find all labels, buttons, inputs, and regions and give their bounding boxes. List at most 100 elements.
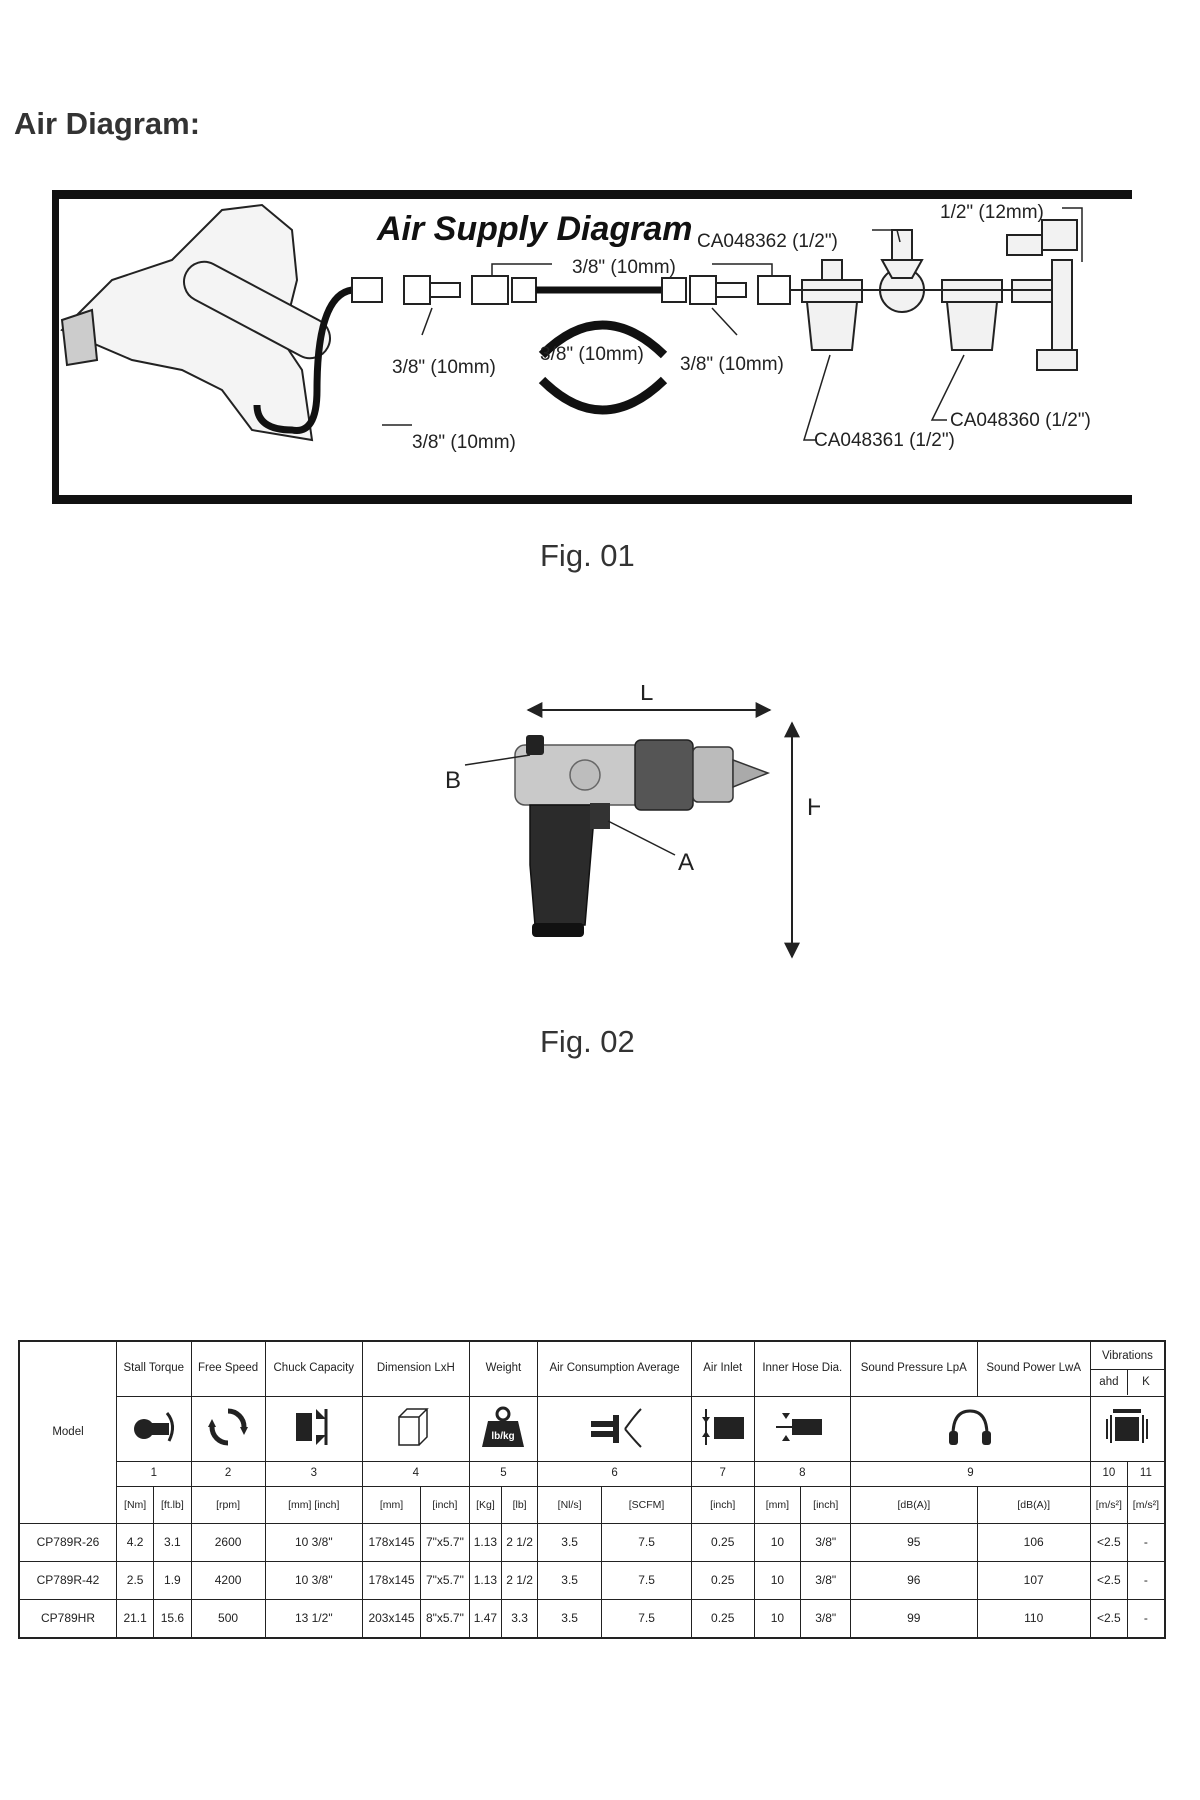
col-header: Air Consumption Average <box>537 1340 692 1397</box>
label-ca048361: CA048361 (1/2") <box>814 430 955 451</box>
vibrations-sub-k: K <box>1142 1376 1150 1388</box>
data-cell: 2 1/2 <box>501 1561 539 1600</box>
col-header-vibrations: Vibrations ahd K <box>1089 1340 1166 1397</box>
unit-cell: [rpm] <box>190 1486 266 1524</box>
label-l: L <box>640 685 653 706</box>
data-cell: 7.5 <box>601 1599 692 1639</box>
unit-cell: [dB(A)] <box>976 1486 1091 1524</box>
table-row: CP789R-42 2.5 1.9 4200 10 3/8" 178x145 7… <box>18 1561 1166 1600</box>
tool-dimension-figure: L H B A <box>445 685 820 959</box>
table-row: CP789HR 21.1 15.6 500 13 1/2" 203x145 8"… <box>18 1599 1166 1639</box>
unit-cell: [inch] <box>690 1486 755 1524</box>
label-ca048362: CA048362 (1/2") <box>697 231 838 252</box>
data-cell: 7.5 <box>601 1561 692 1600</box>
headphones-icon <box>850 1396 1091 1462</box>
data-cell: 0.25 <box>690 1561 755 1600</box>
data-cell: 203x145 <box>361 1599 422 1639</box>
weight-icon: lb/kg <box>468 1396 539 1462</box>
data-cell: 3/8" <box>800 1523 852 1562</box>
col-num: 11 <box>1126 1461 1166 1487</box>
col-header: Air Inlet <box>690 1340 755 1397</box>
col-header: Sound Pressure LpA <box>850 1340 978 1397</box>
label-mid-right-38: 3/8" (10mm) <box>680 354 784 375</box>
label-a: A <box>678 849 694 876</box>
data-cell: 10 <box>753 1599 802 1639</box>
label-half-12mm: 1/2" (12mm) <box>940 202 1044 223</box>
pistol-drill <box>514 735 771 937</box>
col-header: Chuck Capacity <box>264 1340 363 1397</box>
connectors-left <box>351 275 537 305</box>
frl-unit <box>801 219 1078 371</box>
data-cell: 1.9 <box>153 1561 192 1600</box>
table-row: CP789R-26 4.2 3.1 2600 10 3/8" 178x145 7… <box>18 1523 1166 1562</box>
unit-cell: [m/s²] <box>1126 1486 1166 1524</box>
chuck-icon <box>264 1396 363 1462</box>
unit-cell: [ft.lb] <box>153 1486 192 1524</box>
col-num: 8 <box>753 1461 852 1487</box>
vibrations-title: Vibrations <box>1090 1343 1164 1370</box>
data-cell: 500 <box>190 1599 266 1639</box>
model-cell: CP789R-42 <box>18 1561 117 1600</box>
unit-cell: [Nm] <box>115 1486 155 1524</box>
air-inlet-icon <box>690 1396 755 1462</box>
unit-cell: [mm] <box>361 1486 422 1524</box>
unit-cell: [dB(A)] <box>850 1486 978 1524</box>
data-cell: 96 <box>850 1561 978 1600</box>
label-mid-center-38: 3/8" (10mm) <box>540 344 644 365</box>
col-num: 3 <box>264 1461 363 1487</box>
unit-cell: [SCFM] <box>601 1486 692 1524</box>
data-cell: 3.1 <box>153 1523 192 1562</box>
data-cell: 110 <box>976 1599 1091 1639</box>
air-consumption-icon <box>537 1396 692 1462</box>
data-cell: 3.3 <box>501 1599 539 1639</box>
air-diagram-frame <box>52 190 1132 504</box>
data-cell: <2.5 <box>1089 1523 1128 1562</box>
unit-cell: [lb] <box>501 1486 539 1524</box>
data-cell: 7.5 <box>601 1523 692 1562</box>
unit-cell: [mm] [inch] <box>264 1486 363 1524</box>
spec-table: Model Stall Torque Free Speed Chuck Capa… <box>18 1340 1166 1639</box>
data-cell: 1.13 <box>468 1523 503 1562</box>
data-cell: 3/8" <box>800 1561 852 1600</box>
data-cell: - <box>1126 1561 1166 1600</box>
model-cell: CP789R-26 <box>18 1523 117 1562</box>
unit-cell: [Nl/s] <box>537 1486 603 1524</box>
data-cell: 2.5 <box>115 1561 155 1600</box>
col-header: Sound Power LwA <box>976 1340 1091 1397</box>
unit-cell: [inch] <box>420 1486 470 1524</box>
diagram-title: Air Supply Diagram <box>376 210 693 248</box>
data-cell: 3.5 <box>537 1561 603 1600</box>
data-cell: - <box>1126 1523 1166 1562</box>
col-header: Weight <box>468 1340 539 1397</box>
unit-cell: [m/s²] <box>1089 1486 1128 1524</box>
label-bottom-38: 3/8" (10mm) <box>412 432 516 453</box>
data-cell: 21.1 <box>115 1599 155 1639</box>
data-cell: 0.25 <box>690 1599 755 1639</box>
air-supply-diagram: Air Supply Diagram 1/2" (12mm) CA048362 … <box>60 202 1091 453</box>
col-header: Stall Torque <box>116 1340 192 1397</box>
data-cell: 106 <box>976 1523 1091 1562</box>
data-cell: 8"x5.7" <box>420 1599 470 1639</box>
col-num: 5 <box>468 1461 539 1487</box>
col-num: 6 <box>537 1461 692 1487</box>
label-b: B <box>445 767 461 794</box>
model-header: Model <box>18 1340 117 1524</box>
data-cell: 7"x5.7" <box>420 1523 470 1562</box>
vibration-icon <box>1089 1396 1166 1462</box>
label-ca048360: CA048360 (1/2") <box>950 410 1091 431</box>
col-num: 9 <box>850 1461 1091 1487</box>
vibrations-sub-ahd: ahd <box>1091 1370 1128 1395</box>
data-cell: 0.25 <box>690 1523 755 1562</box>
data-cell: <2.5 <box>1089 1599 1128 1639</box>
col-num: 10 <box>1089 1461 1128 1487</box>
col-num: 2 <box>190 1461 266 1487</box>
col-header: Inner Hose Dia. <box>753 1340 852 1397</box>
data-cell: 13 1/2" <box>264 1599 363 1639</box>
data-cell: <2.5 <box>1089 1561 1128 1600</box>
col-header: Dimension LxH <box>361 1340 470 1397</box>
data-cell: 3/8" <box>800 1599 852 1639</box>
data-cell: 99 <box>850 1599 978 1639</box>
drill-illustration <box>60 203 331 442</box>
unit-cell: [mm] <box>753 1486 802 1524</box>
page-heading: Air Diagram: <box>14 106 201 141</box>
